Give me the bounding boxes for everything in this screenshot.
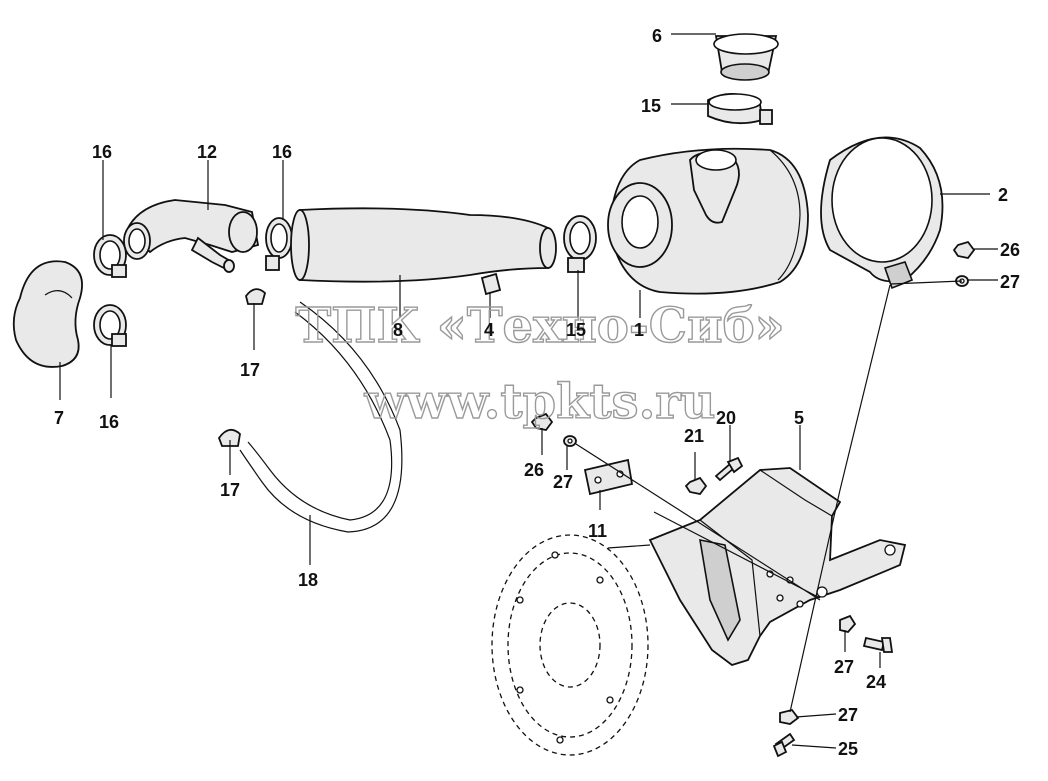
callout-17-top: 17 — [240, 360, 260, 380]
callout-18: 18 — [298, 570, 318, 590]
callout-16-mid: 16 — [272, 142, 292, 162]
part-15-clamp-top — [707, 93, 773, 125]
part-18-long-hose — [239, 301, 403, 533]
part-1-air-filter — [607, 147, 809, 295]
callout-16-left: 16 — [92, 142, 112, 162]
callout-15-top: 15 — [641, 96, 661, 116]
callout-27-right: 27 — [1000, 272, 1020, 292]
part-20-bolt — [714, 456, 744, 482]
part-26-27-hardware-right — [952, 240, 976, 287]
callout-25: 25 — [838, 739, 858, 759]
callout-21: 21 — [684, 426, 704, 446]
part-16-clamp-left — [93, 234, 127, 278]
callout-26-mid: 26 — [524, 460, 544, 480]
part-7-hose — [12, 260, 83, 368]
part-24-bolt — [862, 636, 894, 653]
part-26-27-hardware-mid — [530, 412, 577, 447]
callout-8: 8 — [393, 320, 403, 340]
watermark-website: www.tpkts.ru — [364, 374, 716, 430]
part-15-clamp-mid — [563, 215, 597, 273]
part-17-clip-bottom — [217, 428, 241, 447]
part-5-bracket — [648, 467, 907, 666]
callout-24: 24 — [866, 672, 886, 692]
callout-1: 1 — [634, 320, 644, 340]
part-17-clip-top — [245, 288, 267, 305]
part-27-washer-lower — [839, 614, 857, 634]
part-16-clamp-bottom — [93, 304, 127, 347]
dashed-flywheel — [491, 534, 649, 756]
part-6-cap — [713, 33, 779, 81]
callout-20: 20 — [716, 408, 736, 428]
callout-6: 6 — [652, 26, 662, 46]
callout-26-right: 26 — [1000, 240, 1020, 260]
leader-lines — [59, 33, 998, 749]
callout-2: 2 — [998, 185, 1008, 205]
part-27-washer-bottom — [779, 708, 800, 725]
callout-12: 12 — [197, 142, 217, 162]
callout-17-bottom: 17 — [220, 480, 240, 500]
callout-27-lower: 27 — [834, 657, 854, 677]
callout-16-bottom: 16 — [99, 412, 119, 432]
part-8-intake-pipe — [290, 207, 557, 283]
watermark-company: ТПК «Техно-Сиб» — [295, 298, 784, 354]
callout-11: 11 — [588, 521, 607, 541]
part-25-bolt — [772, 732, 796, 758]
callout-27-bottom: 27 — [838, 705, 858, 725]
part-12-elbow — [123, 199, 260, 273]
part-16-clamp-mid — [265, 217, 293, 271]
part-2-band — [820, 136, 944, 290]
callout-5: 5 — [794, 408, 804, 428]
part-4-clip — [480, 272, 502, 296]
callout-27-mid: 27 — [553, 472, 573, 492]
callout-15-mid: 15 — [566, 320, 586, 340]
part-21-nut — [684, 476, 708, 495]
callout-4: 4 — [484, 320, 494, 340]
callout-7: 7 — [54, 408, 64, 428]
part-11-plate — [583, 458, 634, 496]
